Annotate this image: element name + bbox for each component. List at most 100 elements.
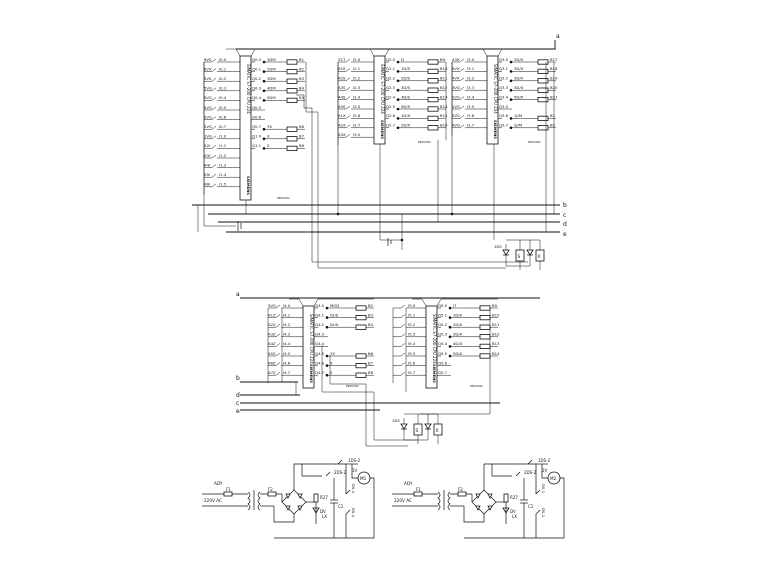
switch-contact xyxy=(211,106,217,111)
output-load-label: 5D/A xyxy=(453,351,463,356)
plc-brand: SIEMENS xyxy=(309,364,314,383)
output-load-label: JT xyxy=(452,303,457,308)
junction-dot xyxy=(509,98,513,101)
plc-port: PPI/OSSI xyxy=(346,384,359,388)
input-contact-label: 6VX xyxy=(204,66,212,71)
junction-dot xyxy=(325,306,329,310)
junction-dot xyxy=(262,99,266,102)
input-address: I3.7 xyxy=(467,123,475,128)
input-contact-label: A3X xyxy=(452,57,460,62)
contact xyxy=(527,459,533,465)
diode-symbol xyxy=(297,493,303,499)
output-coil-label: B3 xyxy=(368,312,374,317)
switch-contact xyxy=(211,116,217,120)
plc-model: SIMATIC S7-200 CPU 224 xyxy=(493,64,498,114)
input-address: I5.2 xyxy=(408,322,416,327)
plc-body xyxy=(239,55,252,201)
output-address: Q5.2 xyxy=(438,322,448,327)
output-coil-label: B1 xyxy=(550,113,556,118)
contact-label: 2DS-2 xyxy=(524,470,537,475)
output-address: Q2.4 xyxy=(386,94,396,99)
feed-wire xyxy=(412,298,427,307)
return-wire xyxy=(296,94,528,263)
fuse xyxy=(413,491,423,497)
input-address: I5.6 xyxy=(408,360,416,365)
switch-contact xyxy=(211,68,217,72)
junction-dot xyxy=(325,373,329,377)
switch-contact xyxy=(400,372,406,376)
switch-contact xyxy=(211,164,217,168)
plc-module-plc4: SIMATIC S7-200 CPU 224SIEMENSPPI/OSSI5VG… xyxy=(267,298,374,389)
output-address: Q4.0 xyxy=(315,303,325,308)
input-contact-label: A2S xyxy=(338,76,346,81)
output-address: Q5.7 xyxy=(438,370,448,375)
relay-label: S xyxy=(518,254,521,260)
output-address: Q3.3 xyxy=(499,85,509,90)
transformer-secondary xyxy=(257,491,261,511)
diode-symbol xyxy=(285,493,291,499)
input-address: I4.6 xyxy=(283,360,291,365)
input-contact-label: 1VG xyxy=(452,104,460,109)
switch-contact xyxy=(459,86,465,91)
junction-dot xyxy=(396,126,400,130)
junction-dot xyxy=(448,354,452,358)
output-load-label: 4D/S xyxy=(401,94,411,99)
junction-dot xyxy=(448,325,452,329)
output-load-label: 4D/X xyxy=(514,85,524,90)
output-address: Q0.2 xyxy=(252,76,262,81)
input-contact-label: 5VG xyxy=(204,95,212,100)
switch-contact xyxy=(211,125,217,130)
relay-coil xyxy=(537,68,549,74)
bus-b-label: b xyxy=(563,202,567,209)
field-label: LX xyxy=(512,514,517,519)
bus-c-mid-label: c xyxy=(236,400,239,407)
source-label: 220V AC xyxy=(204,498,222,503)
output-address: Q0.6 xyxy=(252,114,262,119)
input-contact-label: 4VG xyxy=(452,123,460,128)
output-coil-label: B9 xyxy=(440,57,446,62)
output-load-label: 3D/X xyxy=(514,76,524,81)
diode-symbol xyxy=(285,505,291,511)
left-rail xyxy=(203,62,212,227)
input-contact-label: 2VG xyxy=(452,113,460,118)
output-address: Q4.1 xyxy=(315,312,325,317)
diode-label: DV xyxy=(510,509,516,514)
switch-contact xyxy=(211,154,217,159)
bus-b-mid-label: b xyxy=(236,375,240,382)
contact xyxy=(325,471,331,477)
output-load-label: 1DM xyxy=(267,57,276,62)
input-address: I4.3 xyxy=(283,332,291,337)
output-address: Q3.1 xyxy=(499,66,509,71)
relay-label: X xyxy=(436,428,439,434)
plc-model: SIMATIC S7-200 CPU 224 xyxy=(380,64,385,114)
resistor-label: R27 xyxy=(320,495,328,500)
input-contact-label: A4I xyxy=(204,162,210,167)
contact xyxy=(535,509,541,515)
input-contact-label: A5Z xyxy=(268,351,276,356)
fuse xyxy=(267,491,277,497)
output-coil-label: B8 xyxy=(368,370,374,375)
switch-contact xyxy=(400,343,406,347)
switch-contact xyxy=(400,362,406,366)
input-terminal: 4VG I3.7 xyxy=(452,123,487,129)
relay-coil xyxy=(355,314,367,321)
output-coil-label: B12 xyxy=(440,85,448,90)
switch-contact xyxy=(345,58,351,63)
diode-symbol xyxy=(297,505,303,511)
relay-coil xyxy=(427,97,439,103)
output-load-label: S xyxy=(330,370,333,375)
output-address: Q5.6 xyxy=(438,360,448,365)
input-contact-label: 4VG xyxy=(204,105,212,110)
